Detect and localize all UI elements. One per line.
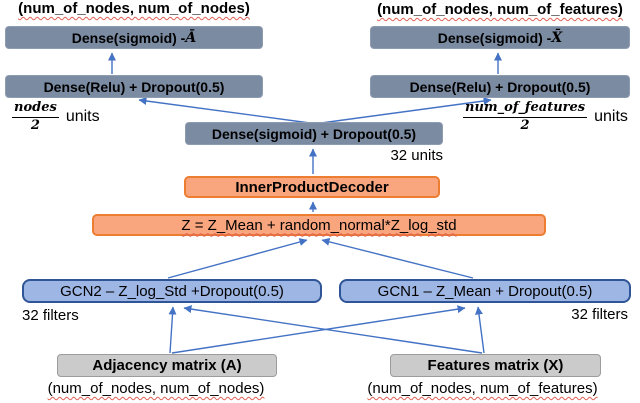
layer-label: Dense(Relu) + Dropout(0.5) [409, 78, 591, 95]
layer-dense-sigmoid-shared: Dense(sigmoid) + Dropout(0.5) [185, 122, 443, 145]
layer-gcn2-log-std: GCN2 – Z_log_Std +Dropout(0.5) [22, 279, 322, 303]
layer-gcn1-mean: GCN1 – Z_Mean + Dropout(0.5) [339, 279, 631, 303]
layer-label: Dense(sigmoid) + Dropout(0.5) [211, 125, 417, 142]
units-annotation-32: 32 units [390, 147, 443, 164]
fraction-numerator: num_of_features [463, 100, 588, 118]
fraction-denominator: 2 [30, 117, 40, 133]
layer-label: GCN1 – Z_Mean + Dropout(0.5) [377, 282, 593, 300]
layer-label: Dense(sigmoid) - [437, 29, 552, 46]
units-label: units [65, 108, 100, 126]
layer-dense-sigmoid-a: Dense(sigmoid) - Ā [5, 26, 263, 49]
layer-label: Dense(Relu) + Dropout(0.5) [43, 78, 225, 95]
layer-label: GCN2 – Z_log_Std +Dropout(0.5) [60, 282, 284, 300]
input-shape-adjacency: (num_of_nodes, num_of_nodes) [47, 380, 265, 397]
input-shape-features: (num_of_nodes, num_of_features) [367, 380, 598, 397]
fraction-numerator: nodes [12, 100, 59, 118]
input-label: Features matrix (X) [427, 357, 564, 374]
input-label: Adjacency matrix (A) [92, 357, 242, 374]
filters-annotation-gcn1: 32 filters [571, 306, 628, 323]
filters-annotation-gcn2: 32 filters [22, 307, 79, 324]
layer-dense-relu-left: Dense(Relu) + Dropout(0.5) [5, 75, 263, 98]
layer-dense-sigmoid-x: Dense(sigmoid) - X̄ [370, 26, 630, 49]
input-features-matrix: Features matrix (X) [390, 354, 601, 377]
fraction: num_of_features 2 [463, 100, 588, 134]
output-shape-features: (num_of_nodes, num_of_features) [377, 1, 623, 18]
input-adjacency-matrix: Adjacency matrix (A) [57, 354, 277, 377]
units-annotation-nodes: nodes 2 units [12, 100, 100, 134]
x-bar-symbol: X̄ [551, 29, 563, 46]
layer-label: Z = Z_Mean + random_normal*Z_log_std [181, 216, 457, 234]
layer-inner-product-decoder: InnerProductDecoder [184, 176, 440, 198]
a-bar-symbol: Ā [185, 29, 197, 46]
fraction-denominator: 2 [520, 117, 530, 133]
layer-sampling-z: Z = Z_Mean + random_normal*Z_log_std [92, 214, 546, 236]
units-label: units [594, 108, 628, 126]
fraction: nodes 2 [12, 100, 59, 134]
layer-label: InnerProductDecoder [235, 178, 389, 196]
output-shape-adjacency: (num_of_nodes, num_of_nodes) [18, 0, 250, 17]
units-annotation-features: num_of_features 2 units [463, 100, 628, 134]
layer-dense-relu-right: Dense(Relu) + Dropout(0.5) [370, 75, 630, 98]
layer-label: Dense(sigmoid) - [71, 29, 186, 46]
